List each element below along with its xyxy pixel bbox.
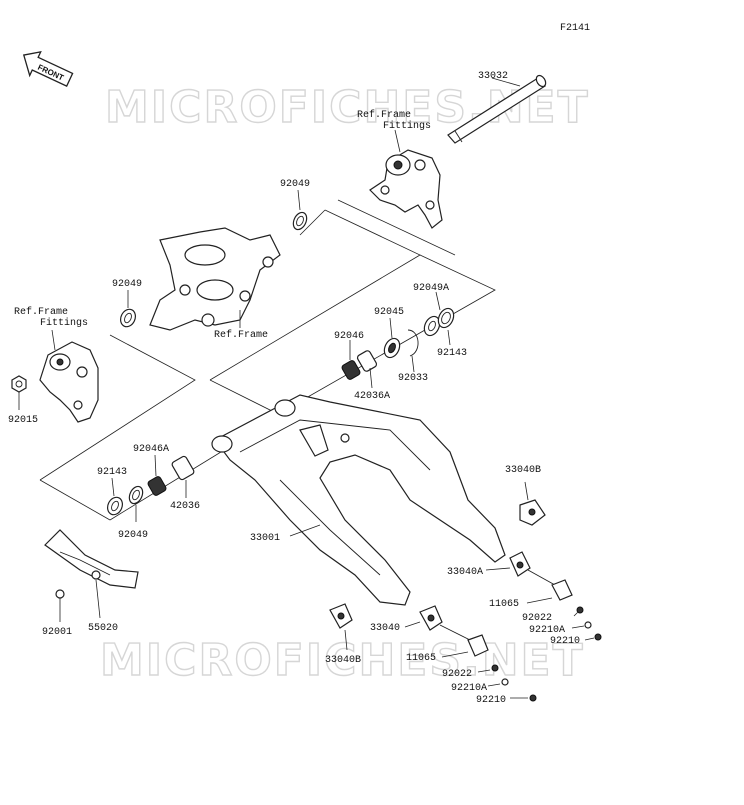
part-label: 92022: [442, 669, 472, 680]
part-label: 11065: [406, 653, 436, 664]
part-label: 33040A: [447, 567, 483, 578]
ref-label-line1: Ref.Frame: [14, 306, 68, 318]
bearing-stack-left: [107, 454, 195, 522]
part-label: 92210: [550, 636, 580, 647]
part-label: 92210A: [451, 683, 487, 694]
part-label: 92001: [42, 627, 72, 638]
ref-label-line2: Fittings: [383, 120, 431, 132]
part-label: 92033: [398, 373, 428, 384]
ref-label-line2: Fittings: [40, 317, 88, 329]
watermark-bottom: MICROFICHES.NET: [100, 635, 585, 686]
part-label: 33032: [478, 71, 508, 82]
part-label: 42036A: [354, 391, 390, 402]
part-label: 33040: [370, 623, 400, 634]
part-label: 92143: [437, 348, 467, 359]
bolt-92001: [55, 589, 65, 622]
part-label: 92045: [374, 307, 404, 318]
part-label: 92049: [118, 530, 148, 541]
part-label: 33040B: [325, 655, 361, 666]
chain-adjuster-bottom: [329, 603, 537, 702]
washer-92049-left: [120, 290, 136, 328]
part-label: 92046: [334, 331, 364, 342]
part-label: 92015: [8, 415, 38, 426]
swing-arm: [211, 394, 506, 606]
part-label: 92210: [476, 695, 506, 706]
part-label: 92049: [280, 179, 310, 190]
watermark-top: MICROFICHES.NET: [105, 82, 590, 133]
ref-frame-fittings-left: Ref.Frame Fittings: [14, 306, 88, 329]
part-label: 55020: [88, 623, 118, 634]
washer-92049-top: [292, 189, 308, 231]
figure-code: F2141: [560, 23, 590, 34]
ref-label-line1: Ref.Frame: [357, 109, 411, 121]
part-label: 92046A: [133, 444, 169, 455]
part-label: 92022: [522, 613, 552, 624]
pivot-shaft: [447, 74, 547, 144]
frame-fitting-top-right: [369, 129, 443, 229]
part-label: 33040B: [505, 465, 541, 476]
part-label: 33001: [250, 533, 280, 544]
guide-lines: [39, 199, 496, 521]
part-label: 92210A: [529, 625, 565, 636]
part-label: 42036: [170, 501, 200, 512]
chain-adjuster-right: [485, 481, 602, 641]
nut-92015: [11, 375, 27, 410]
part-label: 11065: [489, 599, 519, 610]
part-label: 92049A: [413, 283, 449, 294]
ref-frame-label: Ref.Frame: [214, 329, 268, 341]
part-label: 92143: [97, 467, 127, 478]
bearing-stack-right: [341, 291, 455, 389]
chain-guard: [44, 529, 139, 619]
frame-center: [149, 227, 281, 331]
front-arrow-icon: FRONT: [22, 51, 74, 87]
ref-frame-fittings-top: Ref.Frame Fittings: [357, 109, 431, 132]
frame-fitting-left: [39, 329, 99, 423]
part-label: 92049: [112, 279, 142, 290]
